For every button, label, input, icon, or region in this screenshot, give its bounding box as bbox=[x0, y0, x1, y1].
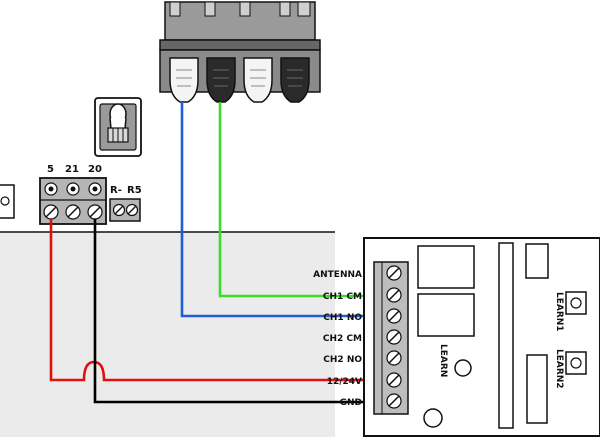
learn-label: LEARN bbox=[438, 344, 448, 377]
receiver-board: LEARN LEARN1 LEARN2 bbox=[363, 237, 600, 437]
aux-terminal-block: R- R5 bbox=[109, 185, 142, 222]
learn-button bbox=[454, 359, 472, 377]
left-edge-component bbox=[0, 184, 15, 219]
relay-2 bbox=[417, 293, 475, 337]
terminal-r-minus-screw bbox=[112, 203, 126, 217]
label-ch1-cm: CH1 CM bbox=[323, 292, 362, 302]
label-ch1-no: CH1 NO bbox=[323, 313, 362, 323]
learn2-button bbox=[570, 357, 582, 369]
screw-ch1-cm bbox=[386, 287, 402, 303]
label-ch2-no: CH2 NO bbox=[323, 355, 362, 365]
connector-pin-4 bbox=[280, 57, 310, 103]
terminal-label-r5: R5 bbox=[127, 185, 142, 196]
terminal-20-socket bbox=[88, 182, 102, 196]
terminal-block: 5 21 20 bbox=[39, 164, 107, 225]
top-chip bbox=[525, 243, 549, 279]
terminal-20-screw bbox=[87, 204, 103, 220]
screw-ch2-cm bbox=[386, 329, 402, 345]
receiver-terminal-labels: ANTENNA CH1 CM CH1 NO CH2 CM CH2 NO 12/2… bbox=[313, 270, 362, 408]
connector-pin-1 bbox=[169, 57, 199, 103]
terminal-21-screw bbox=[65, 204, 81, 220]
terminal-label-5: 5 bbox=[47, 164, 54, 175]
label-antenna: ANTENNA bbox=[313, 270, 362, 280]
screw-ch1-no bbox=[386, 308, 402, 324]
wire-green bbox=[218, 102, 374, 298]
label-ch2-cm: CH2 CM bbox=[323, 334, 362, 344]
label-12-24v: 12/24V bbox=[327, 377, 362, 387]
four-pin-connector bbox=[159, 1, 321, 103]
terminal-r5-screw bbox=[125, 203, 139, 217]
terminal-5-screw bbox=[43, 204, 59, 220]
relay-1 bbox=[417, 245, 475, 289]
screw-antenna bbox=[386, 265, 402, 281]
bottom-chip bbox=[526, 354, 548, 424]
connector-pin-2 bbox=[206, 57, 236, 103]
learn1-button bbox=[570, 297, 582, 309]
capacitor bbox=[423, 408, 443, 428]
terminal-label-20: 20 bbox=[88, 164, 102, 175]
screw-ch2-no bbox=[386, 350, 402, 366]
receiver-terminal-screws bbox=[386, 265, 402, 409]
connector-pin-3 bbox=[243, 57, 273, 103]
label-gnd: GND bbox=[340, 398, 362, 408]
wire-black bbox=[93, 219, 374, 404]
learn1-label: LEARN1 bbox=[554, 292, 564, 332]
learn2-label: LEARN2 bbox=[554, 349, 564, 389]
wire-blue bbox=[180, 102, 374, 318]
screw-12-24v bbox=[386, 372, 402, 388]
antenna-jack bbox=[94, 97, 142, 157]
terminal-21-socket bbox=[66, 182, 80, 196]
module-strip bbox=[498, 242, 514, 429]
terminal-label-21: 21 bbox=[65, 164, 79, 175]
wires bbox=[49, 102, 374, 404]
terminal-5-socket bbox=[44, 182, 58, 196]
screw-gnd bbox=[386, 393, 402, 409]
terminal-label-r-minus: R- bbox=[110, 185, 122, 196]
